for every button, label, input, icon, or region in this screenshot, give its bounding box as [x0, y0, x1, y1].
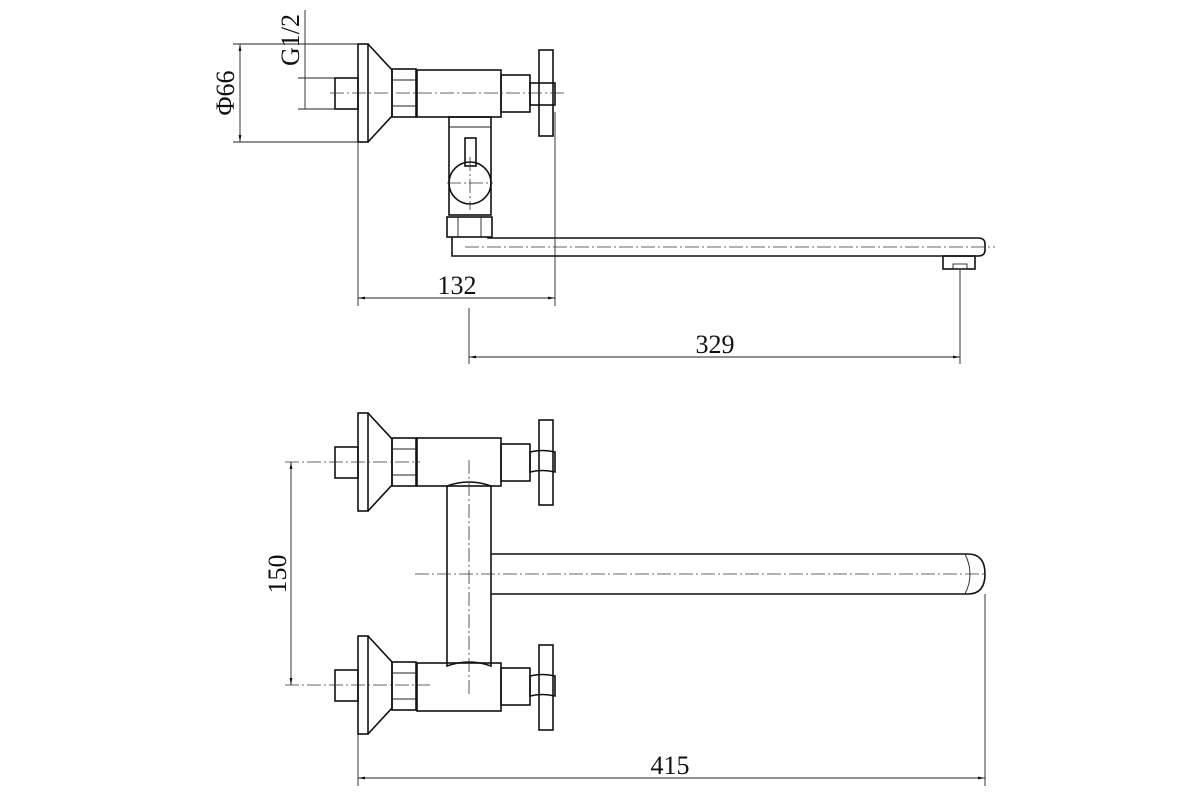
connecting-pipe	[446, 481, 492, 668]
dimension-label-g12: G1/2	[276, 14, 305, 66]
spout	[451, 237, 986, 270]
dimension-329: 329	[468, 270, 961, 364]
valve-body	[416, 69, 502, 118]
dimension-label-132: 132	[438, 271, 477, 300]
spout-nut	[446, 216, 493, 238]
bonnet	[500, 74, 531, 113]
dimension-label-329: 329	[696, 330, 735, 359]
dimension-label-415: 415	[651, 751, 690, 780]
dimension-150: 150	[263, 462, 293, 685]
dimension-label-150: 150	[263, 555, 292, 594]
centerlines	[285, 460, 985, 695]
dimension-132: 132	[357, 112, 556, 306]
centerlines	[330, 92, 995, 248]
side-view: Φ66 G1/2 132 329	[211, 10, 995, 364]
spout	[491, 553, 986, 595]
dimension-thread: G1/2	[276, 10, 335, 110]
dimension-label-phi66: Φ66	[211, 70, 240, 115]
dimension-flange-diameter: Φ66	[211, 43, 358, 143]
front-view: 150 415	[263, 412, 986, 786]
dimension-415: 415	[357, 594, 986, 786]
